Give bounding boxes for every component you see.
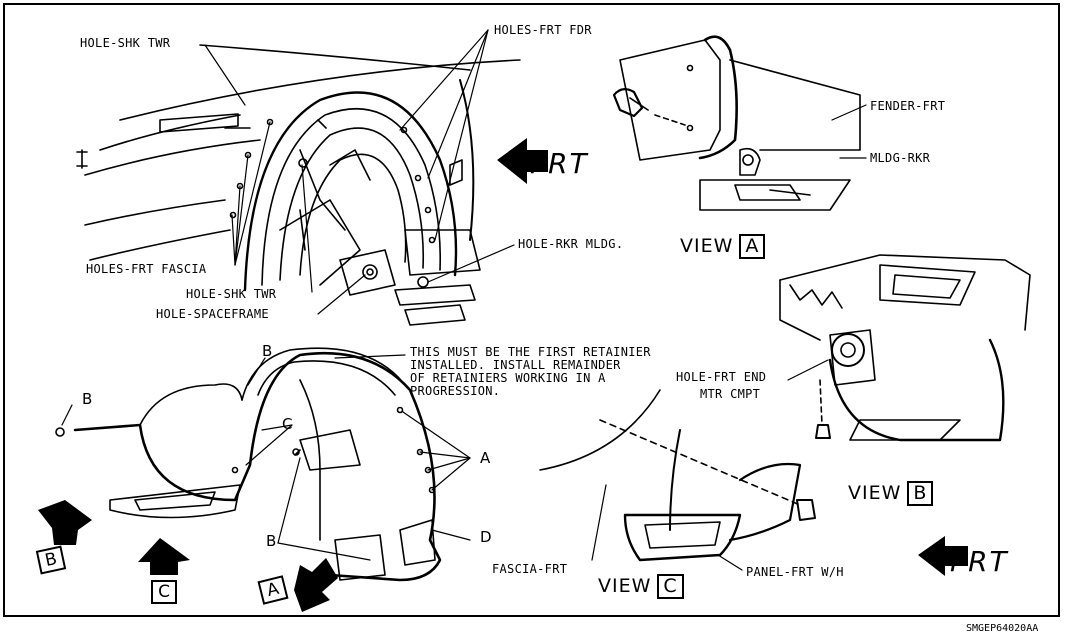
callout-b-bottom: B: [266, 532, 277, 550]
callout-c: C: [282, 415, 293, 433]
label-fascia-frt: FASCIA-FRT: [492, 562, 568, 576]
label-panel-frt-wh: PANEL-FRT W/H: [746, 565, 844, 579]
view-a-detail-drawing: [612, 35, 861, 211]
wheelhouse-assembly-drawing: [76, 44, 521, 326]
wheelhouse-liner-drawing: [55, 347, 442, 582]
arrow-a-pointer: [294, 558, 338, 612]
label-holes-frt-fascia: HOLES-FRT FASCIA: [86, 262, 207, 276]
view-a-letter: A: [739, 234, 766, 259]
view-b-letter: B: [907, 481, 934, 506]
label-hole-frt-end-line2: MTR CMPT: [700, 387, 761, 401]
label-hole-rkr-mldg: HOLE-RKR MLDG.: [518, 237, 624, 251]
view-c-word: VIEW: [598, 575, 652, 597]
forward-arrow-top: [497, 138, 548, 184]
view-c-detail-drawing: [539, 389, 816, 562]
forward-arrow-bottom: [918, 536, 968, 576]
arrow-c-box: C: [151, 580, 177, 604]
frt-direction-top: FRT: [530, 147, 589, 180]
label-hole-shk-twr-bottom: HOLE-SHK TWR: [186, 287, 277, 301]
callout-b-top: B: [262, 342, 273, 360]
view-c-letter: C: [657, 574, 684, 599]
callout-d: D: [480, 528, 492, 546]
label-hole-shk-twr-top: HOLE-SHK TWR: [80, 36, 171, 50]
note-line-3: OF RETAINIERS WORKING IN A: [410, 371, 606, 385]
note-line-2: INSTALLED. INSTALL REMAINDER: [410, 358, 621, 372]
note-line-1: THIS MUST BE THE FIRST RETAINIER: [410, 345, 651, 359]
view-b-word: VIEW: [848, 482, 902, 504]
note-line-4: PROGRESSION.: [410, 384, 501, 398]
label-fender-frt: FENDER-FRT: [870, 99, 946, 113]
view-b-detail-drawing: [779, 254, 1031, 442]
label-holes-frt-fdr: HOLES-FRT FDR: [494, 23, 592, 37]
label-hole-frt-end-line1: HOLE-FRT END: [676, 370, 767, 384]
label-hole-spaceframe: HOLE-SPACEFRAME: [156, 307, 269, 321]
figure-code: SMGEP64020AA: [966, 623, 1039, 634]
diagram-border: [3, 3, 1060, 617]
frt-direction-bottom: FRT: [950, 545, 1009, 578]
callout-a: A: [480, 449, 491, 467]
view-a-word: VIEW: [680, 235, 734, 257]
callout-b-left: B: [82, 390, 93, 408]
arrow-c-pointer: [138, 538, 190, 575]
label-mldg-rkr: MLDG-RKR: [870, 151, 931, 165]
arrow-b-pointer: [38, 500, 92, 545]
